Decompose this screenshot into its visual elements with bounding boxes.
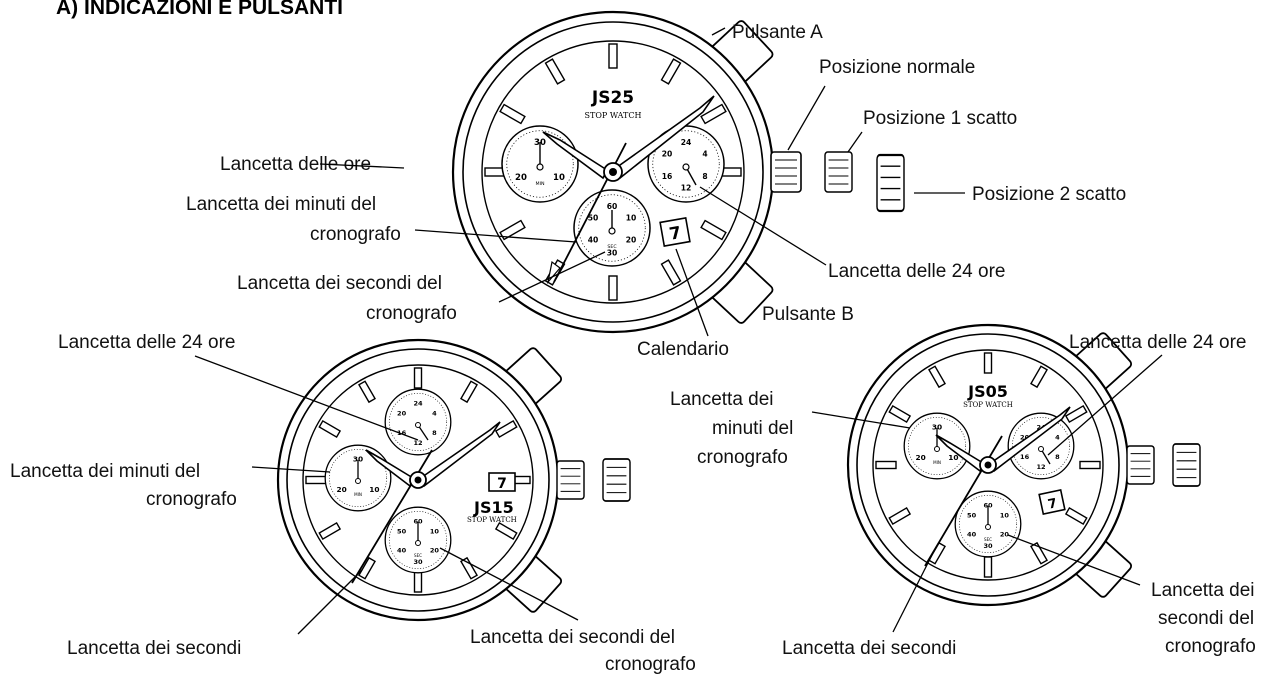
label-position-2: Posizione 2 scatto xyxy=(972,184,1126,205)
hour-marker xyxy=(499,103,526,125)
hour-marker xyxy=(875,460,897,470)
date-value-right: 7 xyxy=(1047,496,1059,513)
label-left-chrono-seconds-2: cronografo xyxy=(605,654,696,675)
label-right-24h: Lancetta delle 24 ore xyxy=(1069,332,1246,353)
label-chrono-seconds-1: Lancetta dei secondi del xyxy=(237,273,442,294)
hour-marker xyxy=(318,420,342,438)
hour-marker xyxy=(544,58,566,85)
crown-normal xyxy=(770,151,802,193)
hour-marker xyxy=(608,275,618,301)
crown-pos1 xyxy=(824,151,853,193)
label-right-minutes-1: Lancetta dei xyxy=(670,389,774,410)
hour-marker xyxy=(888,507,912,525)
label-left-minutes-2: cronografo xyxy=(146,489,237,510)
label-chrono-seconds-2: cronografo xyxy=(366,303,457,324)
label-right-chrono-seconds-3: cronografo xyxy=(1165,636,1256,657)
label-pusher-a: Pulsante A xyxy=(732,22,823,43)
hour-marker xyxy=(608,43,618,69)
top-labels: Pulsante A Posizione normale Posizione 1… xyxy=(186,22,1126,360)
hour-marker xyxy=(660,58,682,85)
crown-pos2 xyxy=(875,153,906,213)
stopwatch-text-left: STOP WATCH xyxy=(467,516,517,524)
hour-marker xyxy=(1064,405,1088,423)
label-chrono-minutes-2: cronografo xyxy=(310,224,401,245)
hour-marker xyxy=(1064,507,1088,525)
brand-js15: JS15 xyxy=(473,498,514,517)
label-hour-hand: Lancetta delle ore xyxy=(220,154,371,175)
watch-js25: JS25 STOP WATCH 7 xyxy=(451,10,906,334)
hour-marker xyxy=(888,405,912,423)
date-value-left: 7 xyxy=(497,476,507,492)
hour-marker xyxy=(358,380,376,404)
hour-marker xyxy=(413,367,423,389)
section-header: A) INDICAZIONI E PULSANTI xyxy=(56,0,343,19)
watch-js05: JS05 STOP WATCH 7 xyxy=(846,323,1201,607)
label-right-chrono-seconds-2: secondi del xyxy=(1158,608,1254,629)
brand-js25: JS25 xyxy=(591,88,634,108)
label-normal-position: Posizione normale xyxy=(819,57,975,78)
hour-marker xyxy=(305,475,327,485)
hour-marker xyxy=(1030,365,1048,389)
hour-marker xyxy=(318,522,342,540)
label-calendar: Calendario xyxy=(637,339,729,360)
hour-marker xyxy=(700,103,727,125)
label-pusher-b: Pulsante B xyxy=(762,304,854,325)
hour-marker xyxy=(1079,460,1101,470)
hour-marker xyxy=(700,219,727,241)
date-value: 7 xyxy=(668,223,683,245)
hour-marker xyxy=(983,556,993,578)
hour-marker xyxy=(660,259,682,286)
label-left-seconds: Lancetta dei secondi xyxy=(67,638,241,659)
hour-marker xyxy=(460,380,478,404)
hour-hand xyxy=(542,131,609,180)
label-right-chrono-seconds-1: Lancetta dei xyxy=(1151,580,1255,601)
label-right-minutes-2: minuti del xyxy=(712,418,793,439)
date-window xyxy=(659,216,691,248)
label-right-minutes-3: cronografo xyxy=(697,447,788,468)
hour-marker xyxy=(358,556,376,580)
label-left-chrono-seconds-1: Lancetta dei secondi del xyxy=(470,627,675,648)
hour-marker xyxy=(494,522,518,540)
label-left-minutes-1: Lancetta dei minuti del xyxy=(10,461,200,482)
hour-marker xyxy=(413,571,423,593)
hour-marker xyxy=(928,365,946,389)
stopwatch-text-right: STOP WATCH xyxy=(963,401,1013,409)
right-labels: Lancetta delle 24 ore Lancetta dei minut… xyxy=(670,332,1256,659)
watch-js15: 7 JS15 STOP WATCH xyxy=(276,338,631,622)
hour-marker xyxy=(494,420,518,438)
hour-marker xyxy=(983,352,993,374)
left-labels: Lancetta delle 24 ore Lancetta dei minut… xyxy=(10,332,696,675)
label-right-seconds: Lancetta dei secondi xyxy=(782,638,956,659)
label-chrono-minutes-1: Lancetta dei minuti del xyxy=(186,194,376,215)
stopwatch-text: STOP WATCH xyxy=(585,111,642,120)
label-position-1: Posizione 1 scatto xyxy=(863,108,1017,129)
label-24h: Lancetta delle 24 ore xyxy=(828,261,1005,282)
hour-marker xyxy=(460,556,478,580)
label-left-24h: Lancetta delle 24 ore xyxy=(58,332,235,353)
brand-js05: JS05 xyxy=(967,382,1008,401)
